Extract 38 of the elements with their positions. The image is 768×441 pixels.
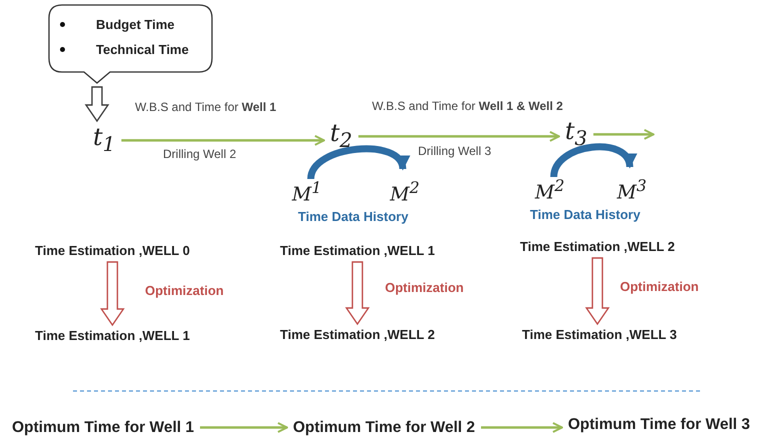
step-label: Drilling Well 3 — [418, 144, 492, 159]
block-arrow — [84, 86, 110, 122]
model-symbol: M$^{3}$ — [617, 175, 647, 204]
time-symbol: t$_{2}$ — [330, 120, 352, 153]
time-estimation-text: Time Estimation ,WELL 2 — [280, 327, 435, 343]
time-symbol: t$_{3}$ — [565, 118, 588, 151]
arrow — [200, 422, 288, 433]
time-symbol: t$_{1}$ — [93, 124, 116, 157]
time-estimation-text: Time Estimation ,WELL 1 — [280, 243, 435, 259]
edge-label: W.B.S and Time for Well 1 — [135, 100, 276, 115]
edge-label: Optimization — [385, 280, 464, 295]
bullet-text: Technical Time — [96, 42, 189, 57]
optimum-time-text: Optimum Time for Well 3 — [568, 415, 750, 434]
step-label: Drilling Well 2 — [163, 147, 236, 162]
edge-label: Time Data History — [530, 207, 640, 222]
bullet-text: Budget Time — [96, 17, 174, 32]
block-arrow — [100, 261, 125, 326]
time-estimation-text: Time Estimation ,WELL 3 — [522, 327, 677, 343]
arrow — [481, 422, 563, 433]
optimum-time-text: Optimum Time for Well 2 — [293, 418, 476, 437]
edge-label: Time Data History — [298, 209, 408, 224]
optimum-time-text: Optimum Time for Well 1 — [12, 418, 194, 437]
arrow — [593, 128, 654, 140]
callout-bubble — [48, 4, 213, 84]
arrow — [358, 130, 560, 142]
time-estimation-text: Time Estimation ,WELL 0 — [35, 243, 190, 259]
time-estimation-text: Time Estimation ,WELL 2 — [520, 239, 675, 255]
model-symbol: M$^{1}$ — [292, 177, 322, 206]
block-arrow — [585, 257, 610, 326]
edge-label: Optimization — [620, 279, 699, 294]
model-symbol: M$^{2}$ — [390, 177, 420, 206]
edge-label: W.B.S and Time for Well 1 & Well 2 — [372, 99, 563, 114]
time-estimation-text: Time Estimation ,WELL 1 — [35, 328, 190, 344]
model-symbol: M$^{2}$ — [535, 175, 565, 204]
edge-label: Optimization — [145, 283, 224, 298]
curved-arrow — [550, 143, 634, 178]
block-arrow — [345, 261, 370, 326]
arrow — [121, 134, 325, 146]
